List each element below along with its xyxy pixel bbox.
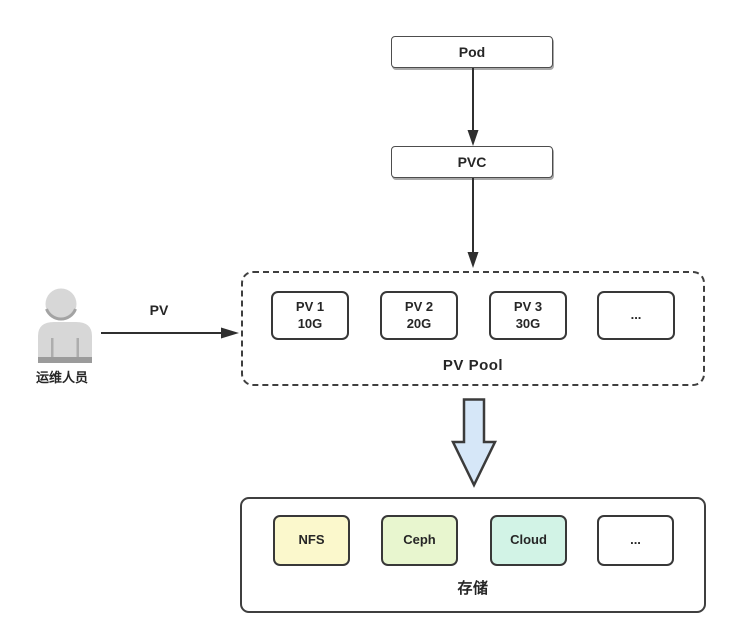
pv3-name: PV 3 (513, 298, 543, 314)
block-arrow-pool-to-storage (450, 398, 498, 488)
pv-more-label: ... (630, 307, 642, 323)
pvc-label: PVC (457, 154, 487, 170)
storage-nfs-label: NFS (298, 532, 325, 548)
arrow-operator-to-pv-pool (101, 327, 239, 339)
storage-more-label: ... (630, 532, 641, 548)
storage-ceph-box: Ceph (381, 515, 458, 566)
storage-more-box: ... (597, 515, 674, 566)
pod-label: Pod (458, 44, 486, 60)
pv3-box: PV 3 30G (489, 291, 567, 340)
storage-ceph-label: Ceph (403, 532, 436, 548)
storage-cloud-label: Cloud (510, 532, 547, 548)
storage-container: NFS Ceph Cloud ... 存储 (240, 497, 706, 613)
pv2-box: PV 2 20G (380, 291, 458, 340)
pv-edge-label: PV (149, 302, 169, 318)
pv1-box: PV 1 10G (271, 291, 349, 340)
person-icon (38, 288, 92, 363)
storage-label: 存储 (457, 580, 489, 597)
pod-node: Pod (391, 36, 553, 68)
storage-cloud-box: Cloud (490, 515, 567, 566)
pv3-size: 30G (515, 315, 541, 331)
pv1-name: PV 1 (295, 298, 325, 314)
arrow-pod-to-pvc (467, 68, 479, 146)
pv-more-box: ... (597, 291, 675, 340)
storage-nfs-box: NFS (273, 515, 350, 566)
pvc-node: PVC (391, 146, 553, 178)
pv1-size: 10G (297, 315, 323, 331)
pv-pool-container: PV 1 10G PV 2 20G PV 3 30G ... PV Pool (241, 271, 705, 386)
arrow-pvc-to-pv-pool (467, 178, 479, 268)
pv2-name: PV 2 (404, 298, 434, 314)
pv-pool-label: PV Pool (442, 357, 504, 374)
operator-label: 运维人员 (35, 370, 88, 385)
pv2-size: 20G (406, 315, 432, 331)
